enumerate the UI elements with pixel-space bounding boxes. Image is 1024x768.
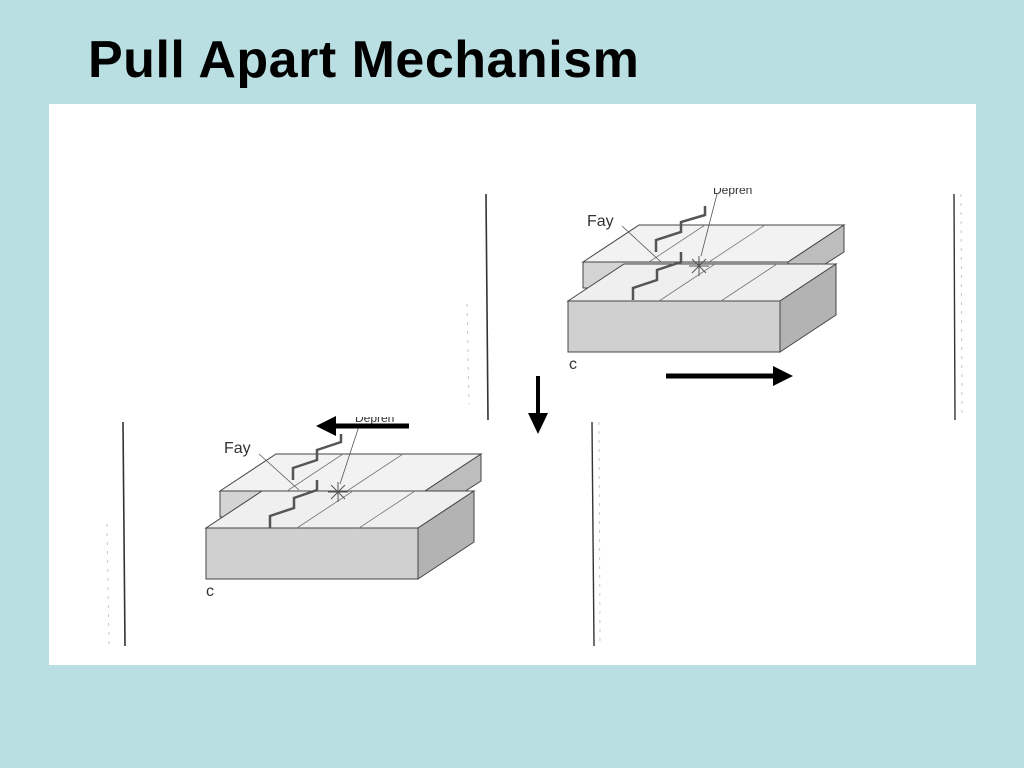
bottom-block-diagram: Fay Depren c [204,411,483,600]
arrow-down-icon [528,376,548,434]
scan-edge-line [953,193,956,421]
arrow-left-icon [316,416,409,436]
rupture-star [328,482,348,502]
scan-edge-line [122,421,126,647]
arrow-right-icon [666,366,793,386]
scan-edge-line [485,193,489,421]
top-panel-letter: c [569,356,577,373]
bottom-panel-letter: c [206,583,214,600]
scan-edge-line [591,421,595,647]
rupture-star [689,256,709,276]
figure-panel: Fay Depren c [49,104,976,665]
top-fault-label: Fay [587,213,614,230]
slide-title: Pull Apart Mechanism [88,31,640,89]
top-block-diagram: Fay Depren c [566,183,846,373]
scan-noise [106,193,963,645]
bottom-fault-label: Fay [224,440,251,457]
pull-apart-diagram: Fay Depren c [106,164,963,647]
